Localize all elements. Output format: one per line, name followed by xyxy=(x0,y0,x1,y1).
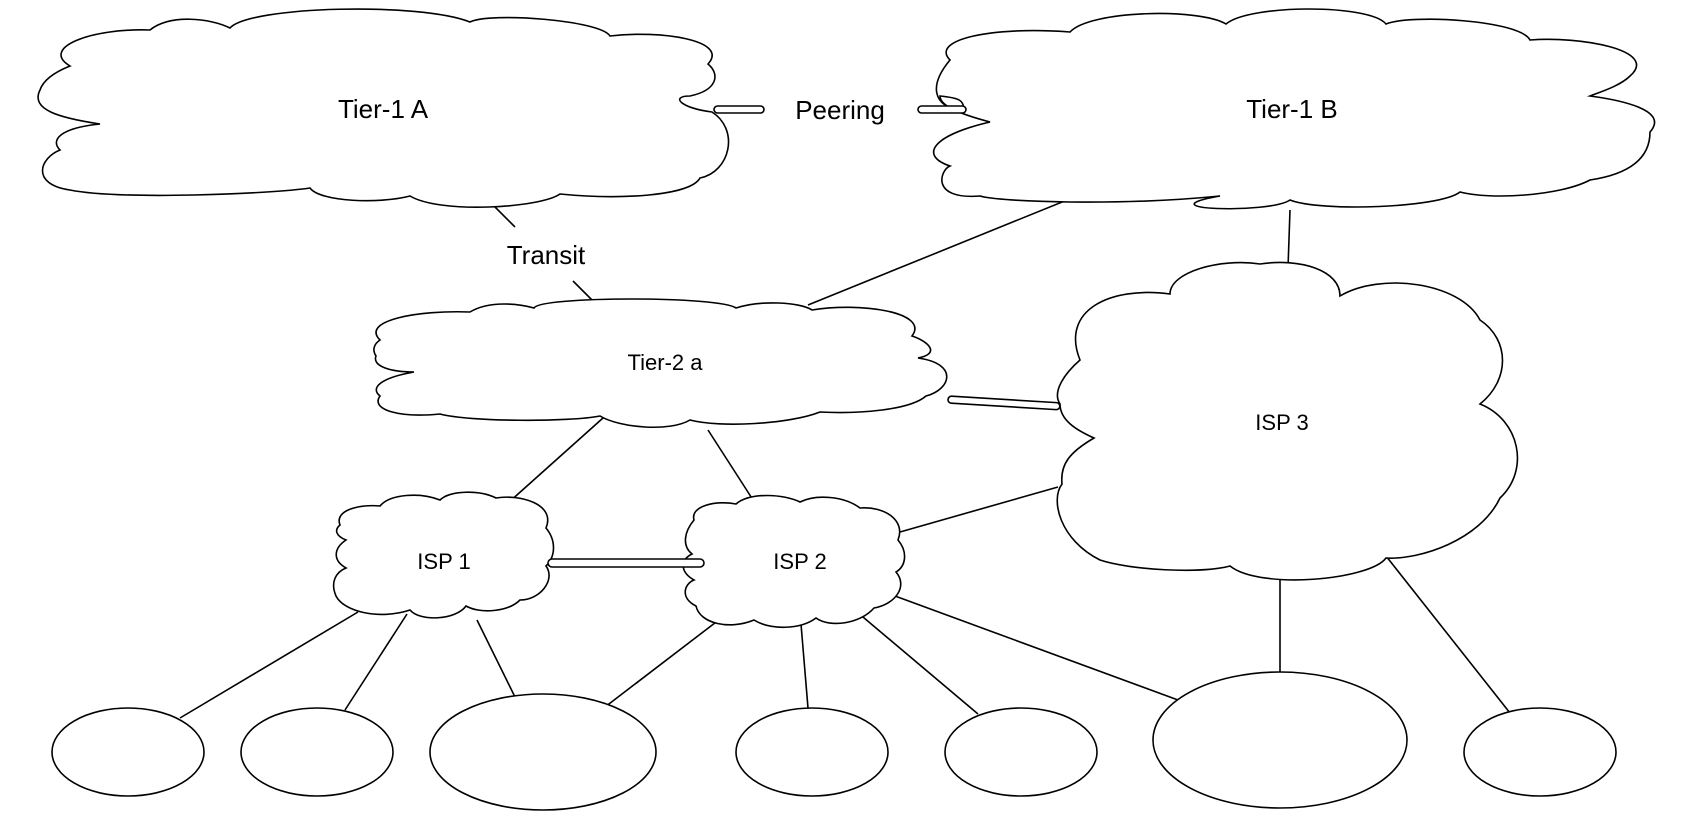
peering-link-tier1a-tier1b xyxy=(917,105,967,114)
link-tier2a-isp2 xyxy=(707,429,756,504)
link-tier1b-tier2a xyxy=(807,197,1073,306)
cloud-shape xyxy=(682,494,906,629)
node-label-isp3: ISP 3 xyxy=(1255,410,1308,435)
transit-link-tier1a-tier2a xyxy=(492,204,516,228)
cloud-tier2-a: Tier-2 a xyxy=(373,298,948,429)
end-host xyxy=(944,707,1098,797)
cloud-shape xyxy=(37,8,730,208)
peering-label: Peering xyxy=(795,95,885,125)
link-isp2-host5 xyxy=(856,611,979,715)
peering-link-tier2a-isp3 xyxy=(947,395,1061,411)
link-tier2a-isp1 xyxy=(507,417,604,504)
link-isp2-host6 xyxy=(894,595,1179,701)
link-isp2-host3 xyxy=(604,615,725,708)
peering-link-isp1-isp2 xyxy=(547,558,705,568)
end-hosts xyxy=(51,671,1617,811)
cloud-shape xyxy=(932,8,1656,210)
transit-label: Transit xyxy=(507,240,586,270)
connections xyxy=(179,197,1511,719)
node-label-isp2: ISP 2 xyxy=(773,549,826,574)
node-label-tier1-b: Tier-1 B xyxy=(1246,94,1338,124)
link-isp1-host3 xyxy=(476,619,516,698)
link-isp1-host2 xyxy=(344,613,408,711)
cloud-isp1: ISP 1 xyxy=(332,491,555,619)
end-host xyxy=(735,707,889,797)
link-isp2-isp3 xyxy=(899,486,1059,533)
peering-link-tier1a-tier1b xyxy=(713,105,765,114)
link-isp1-host1 xyxy=(179,611,359,719)
node-label-isp1: ISP 1 xyxy=(417,549,470,574)
cloud-isp3: ISP 3 xyxy=(1056,261,1519,581)
cloud-shape xyxy=(332,491,555,619)
link-isp2-host4 xyxy=(800,623,809,709)
cloud-tier1-b: Tier-1 B xyxy=(932,8,1656,210)
end-host xyxy=(51,707,205,797)
cloud-shape xyxy=(1056,261,1519,581)
end-host xyxy=(240,707,394,797)
cloud-isp2: ISP 2 xyxy=(682,494,906,629)
node-label-tier2-a: Tier-2 a xyxy=(628,350,704,375)
transit-link-tier1a-tier2a xyxy=(572,280,593,301)
end-host xyxy=(429,693,657,811)
cloud-tier1-a: Tier-1 A xyxy=(37,8,730,208)
end-host xyxy=(1152,671,1408,809)
end-host xyxy=(1463,707,1617,797)
link-tier1b-isp3 xyxy=(1287,209,1291,269)
node-label-tier1-a: Tier-1 A xyxy=(338,94,429,124)
cloud-shape xyxy=(373,298,948,429)
peering-links xyxy=(547,105,1061,568)
link-isp3-host7 xyxy=(1385,555,1511,714)
